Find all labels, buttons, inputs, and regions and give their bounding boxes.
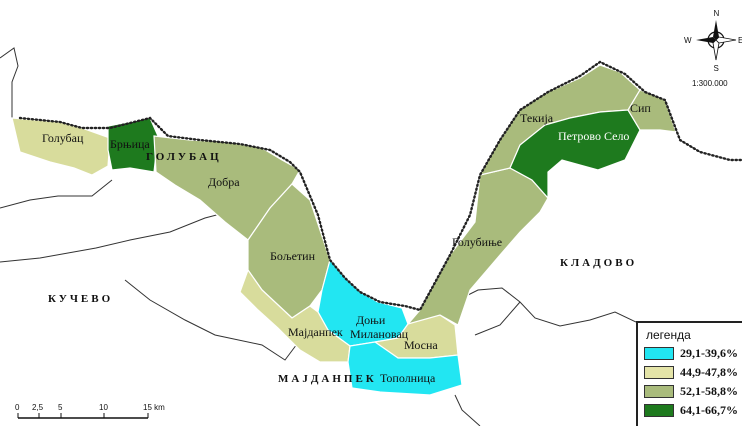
compass-s: S: [714, 64, 719, 73]
label-mosna: Мосна: [404, 338, 438, 352]
municipality-kladovo: КЛАДОВО: [560, 257, 637, 269]
scale-tick-2: 5: [58, 403, 63, 412]
label-golubac: Голубац: [42, 131, 84, 145]
label-donji: Доњи: [356, 313, 386, 327]
label-petrovo-selo: Петрово Село: [558, 129, 629, 143]
compass-w: W: [684, 36, 692, 45]
region-topolnica: [347, 341, 463, 396]
label-milanovac: Милановац: [350, 327, 409, 341]
state-border: [18, 60, 742, 312]
label-dobra: Добра: [208, 175, 240, 189]
compass-e: E: [738, 36, 742, 45]
other-borders: [0, 47, 637, 426]
legend-item: 44,9-47,8%: [644, 365, 742, 380]
scale-bar: 0 2,5 5 10 15 km: [15, 403, 165, 419]
region-golubac: [11, 117, 111, 176]
legend-label: 64,1-66,7%: [680, 403, 738, 417]
legend-swatch: [644, 385, 674, 398]
legend: легенда 29,1-39,6% 44,9-47,8% 52,1-58,8%…: [636, 321, 742, 426]
region-brnjica: [107, 117, 159, 173]
legend-item: 64,1-66,7%: [644, 403, 742, 418]
compass-icon: N S E W: [684, 9, 742, 73]
scale-tick-1: 2,5: [32, 403, 44, 412]
label-boljetin: Бољетин: [270, 249, 316, 263]
label-golubinje: Голубиње: [452, 235, 502, 249]
legend-label: 29,1-39,6%: [680, 346, 738, 360]
region-petrovo-selo: [509, 109, 641, 200]
label-sip: Сип: [630, 101, 651, 115]
label-majdanpek-village: Мајданпек: [288, 325, 343, 339]
municipality-golubac: ГОЛУБАЦ: [146, 151, 222, 163]
regions: [11, 64, 677, 396]
legend-label: 52,1-58,8%: [680, 384, 738, 398]
label-tekija: Текија: [520, 111, 554, 125]
label-brnjica: Брњица: [110, 137, 150, 151]
scale-tick-4: 15 km: [143, 403, 165, 412]
legend-swatch: [644, 347, 674, 360]
legend-swatch: [644, 366, 674, 379]
label-topolnica: Тополница: [380, 371, 436, 385]
scale-tick-0: 0: [15, 403, 20, 412]
legend-item: 52,1-58,8%: [644, 384, 742, 399]
compass-n: N: [714, 9, 720, 18]
municipality-majdanpek: МАЈДАНПЕК: [278, 373, 377, 385]
municipality-kucevo: КУЧЕВО: [48, 293, 113, 305]
legend-label: 44,9-47,8%: [680, 365, 738, 379]
region-labels: Голубац Брњица Добра Бољетин Доњи Милано…: [42, 101, 651, 385]
municipality-labels: ГОЛУБАЦ КУЧЕВО МАЈДАНПЕК КЛАДОВО: [48, 151, 637, 385]
legend-title: легенда: [646, 328, 691, 342]
legend-item: 29,1-39,6%: [644, 346, 742, 361]
legend-swatch: [644, 404, 674, 417]
scale-ratio: 1:300.000: [692, 79, 728, 88]
scale-tick-3: 10: [99, 403, 108, 412]
